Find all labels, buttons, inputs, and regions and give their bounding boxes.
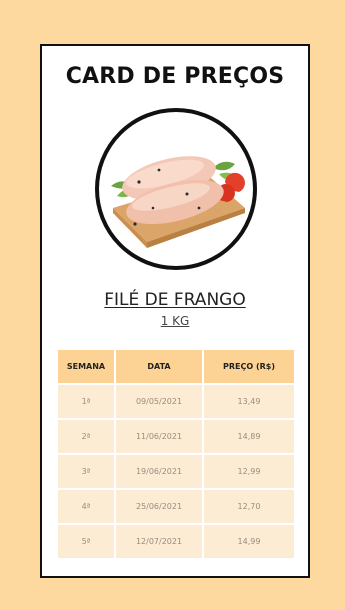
date-cell: 19/06/2021 xyxy=(116,453,204,488)
table-header-row: SEMANA DATA PREÇO (R$) xyxy=(58,350,294,383)
column-header-date: DATA xyxy=(116,350,204,383)
date-cell: 12/07/2021 xyxy=(116,523,204,558)
product-unit: 1 KG xyxy=(160,314,190,328)
chicken-fillet-image xyxy=(111,156,245,248)
card-title: CARD DE PREÇOS xyxy=(65,64,285,89)
product-name: FILÉ DE FRANGO xyxy=(104,290,246,310)
table-row: 4ª 25/06/2021 12,70 xyxy=(58,488,294,523)
column-header-week: SEMANA xyxy=(58,350,116,383)
product-photo xyxy=(95,108,257,270)
table-row: 2ª 11/06/2021 14,89 xyxy=(58,418,294,453)
table-row: 5ª 12/07/2021 14,99 xyxy=(58,523,294,558)
column-header-price: PREÇO (R$) xyxy=(204,350,294,383)
date-cell: 25/06/2021 xyxy=(116,488,204,523)
price-cell: 13,49 xyxy=(204,383,294,418)
price-cell: 14,89 xyxy=(204,418,294,453)
price-cell: 12,70 xyxy=(204,488,294,523)
price-cell: 14,99 xyxy=(204,523,294,558)
week-cell: 1ª xyxy=(58,383,116,418)
price-cell: 12,99 xyxy=(204,453,294,488)
date-cell: 09/05/2021 xyxy=(116,383,204,418)
table-row: 1ª 09/05/2021 13,49 xyxy=(58,383,294,418)
week-cell: 5ª xyxy=(58,523,116,558)
price-table: SEMANA DATA PREÇO (R$) 1ª 09/05/2021 13,… xyxy=(58,350,294,558)
price-card: CARD DE PREÇOS xyxy=(40,44,310,578)
week-cell: 3ª xyxy=(58,453,116,488)
week-cell: 2ª xyxy=(58,418,116,453)
table-row: 3ª 19/06/2021 12,99 xyxy=(58,453,294,488)
week-cell: 4ª xyxy=(58,488,116,523)
date-cell: 11/06/2021 xyxy=(116,418,204,453)
